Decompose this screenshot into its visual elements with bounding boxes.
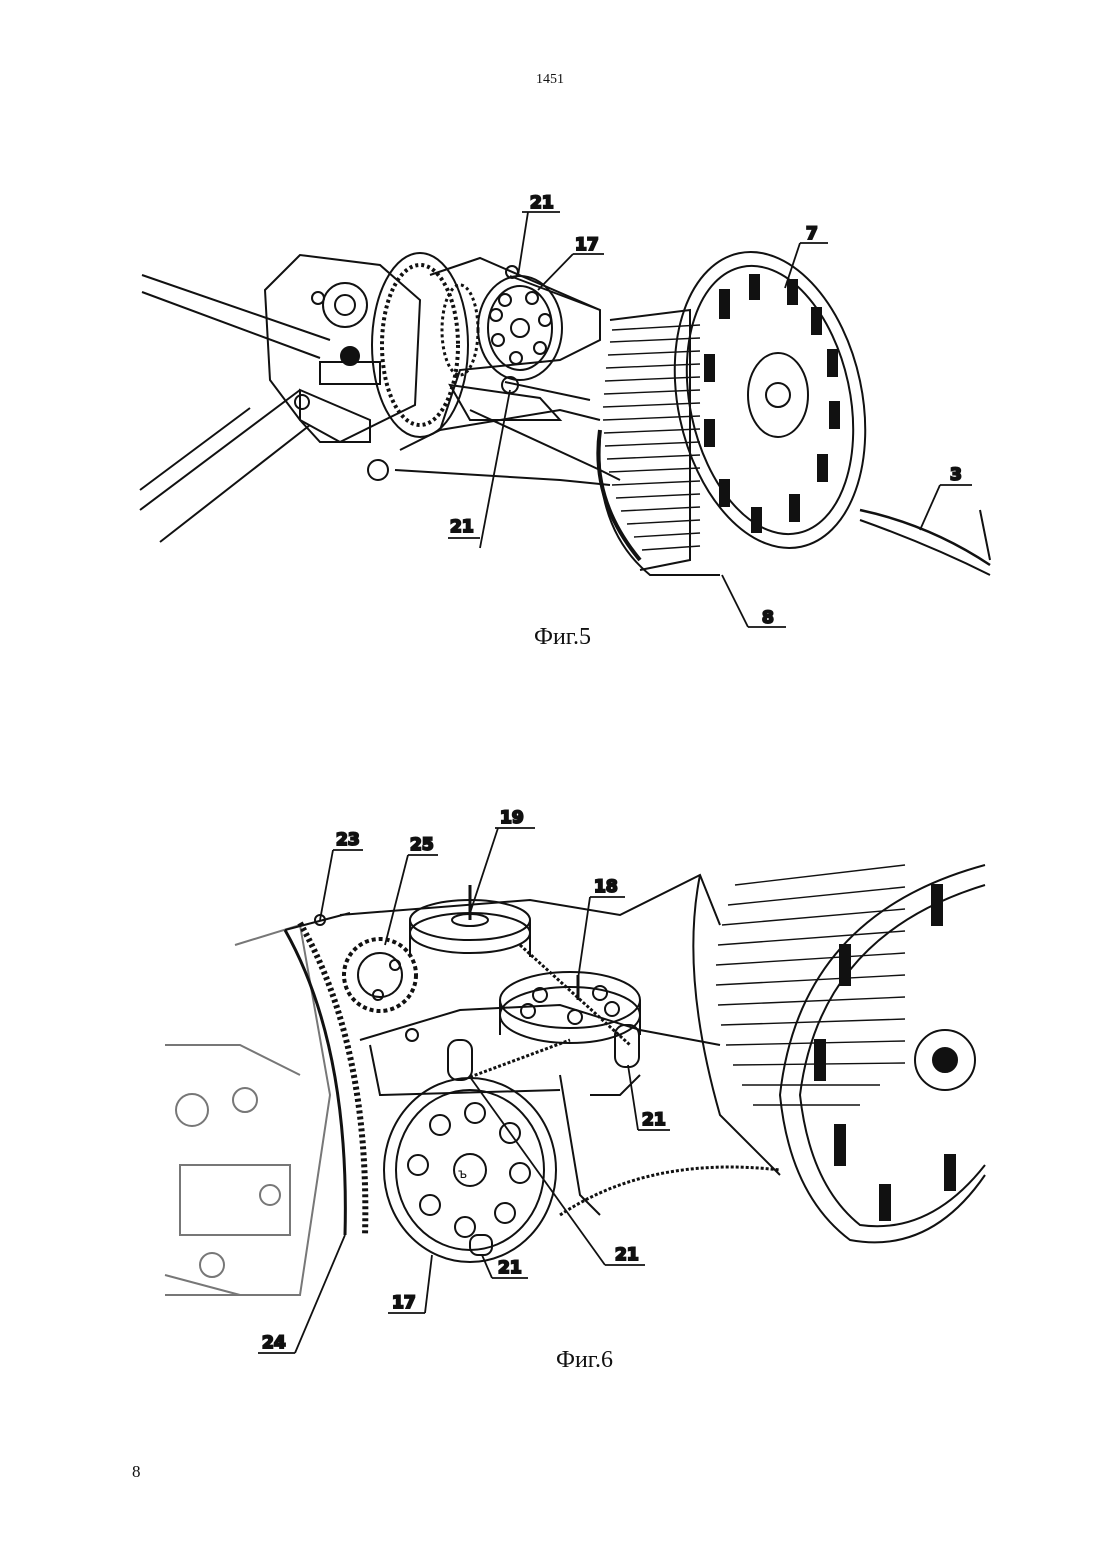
wire-bobbin [693, 865, 905, 1175]
pulley-17 [478, 266, 600, 400]
label-17: 17 [575, 235, 599, 255]
label-18: 18 [594, 877, 618, 897]
figure-5-drawing: 21 17 7 3 21 8 [0, 180, 1100, 660]
drive-belt [470, 945, 780, 1215]
page-number: 8 [132, 1462, 141, 1482]
label-21-bottom: 21 [498, 1258, 522, 1278]
label-21-lower: 21 [615, 1245, 639, 1265]
label-7: 7 [806, 224, 818, 244]
label-21-bottom: 21 [450, 517, 474, 537]
figure-6-caption: Фиг.6 [556, 1347, 613, 1374]
label-21-top: 21 [530, 193, 554, 213]
figure-6: ъ [0, 795, 1100, 1385]
gear-25 [344, 939, 416, 1011]
guide-post-21 [448, 1025, 639, 1255]
label-21-right: 21 [642, 1110, 666, 1130]
wire-bobbin-8 [598, 310, 720, 575]
motor-housing [265, 255, 420, 480]
figure-5: 21 17 7 3 21 8 Фиг.5 [0, 180, 1100, 660]
flange [780, 865, 985, 1242]
frame [395, 258, 620, 485]
label-3: 3 [950, 465, 962, 485]
label-25: 25 [410, 835, 434, 855]
label-17: 17 [392, 1293, 416, 1313]
pulley-hub-mark: ъ [458, 1167, 467, 1182]
label-8: 8 [762, 608, 774, 628]
motor-housing [165, 925, 330, 1295]
figure-5-caption: Фиг.5 [534, 624, 591, 651]
figure-6-drawing: ъ [0, 795, 1100, 1385]
flange-7 [649, 234, 891, 566]
label-23: 23 [336, 830, 360, 850]
pulley-17 [384, 1078, 556, 1262]
label-24: 24 [262, 1333, 286, 1353]
document-number: 1451 [0, 72, 1100, 88]
pulley-19 [410, 885, 530, 957]
toothed-gear [372, 253, 478, 437]
label-19: 19 [500, 808, 524, 828]
